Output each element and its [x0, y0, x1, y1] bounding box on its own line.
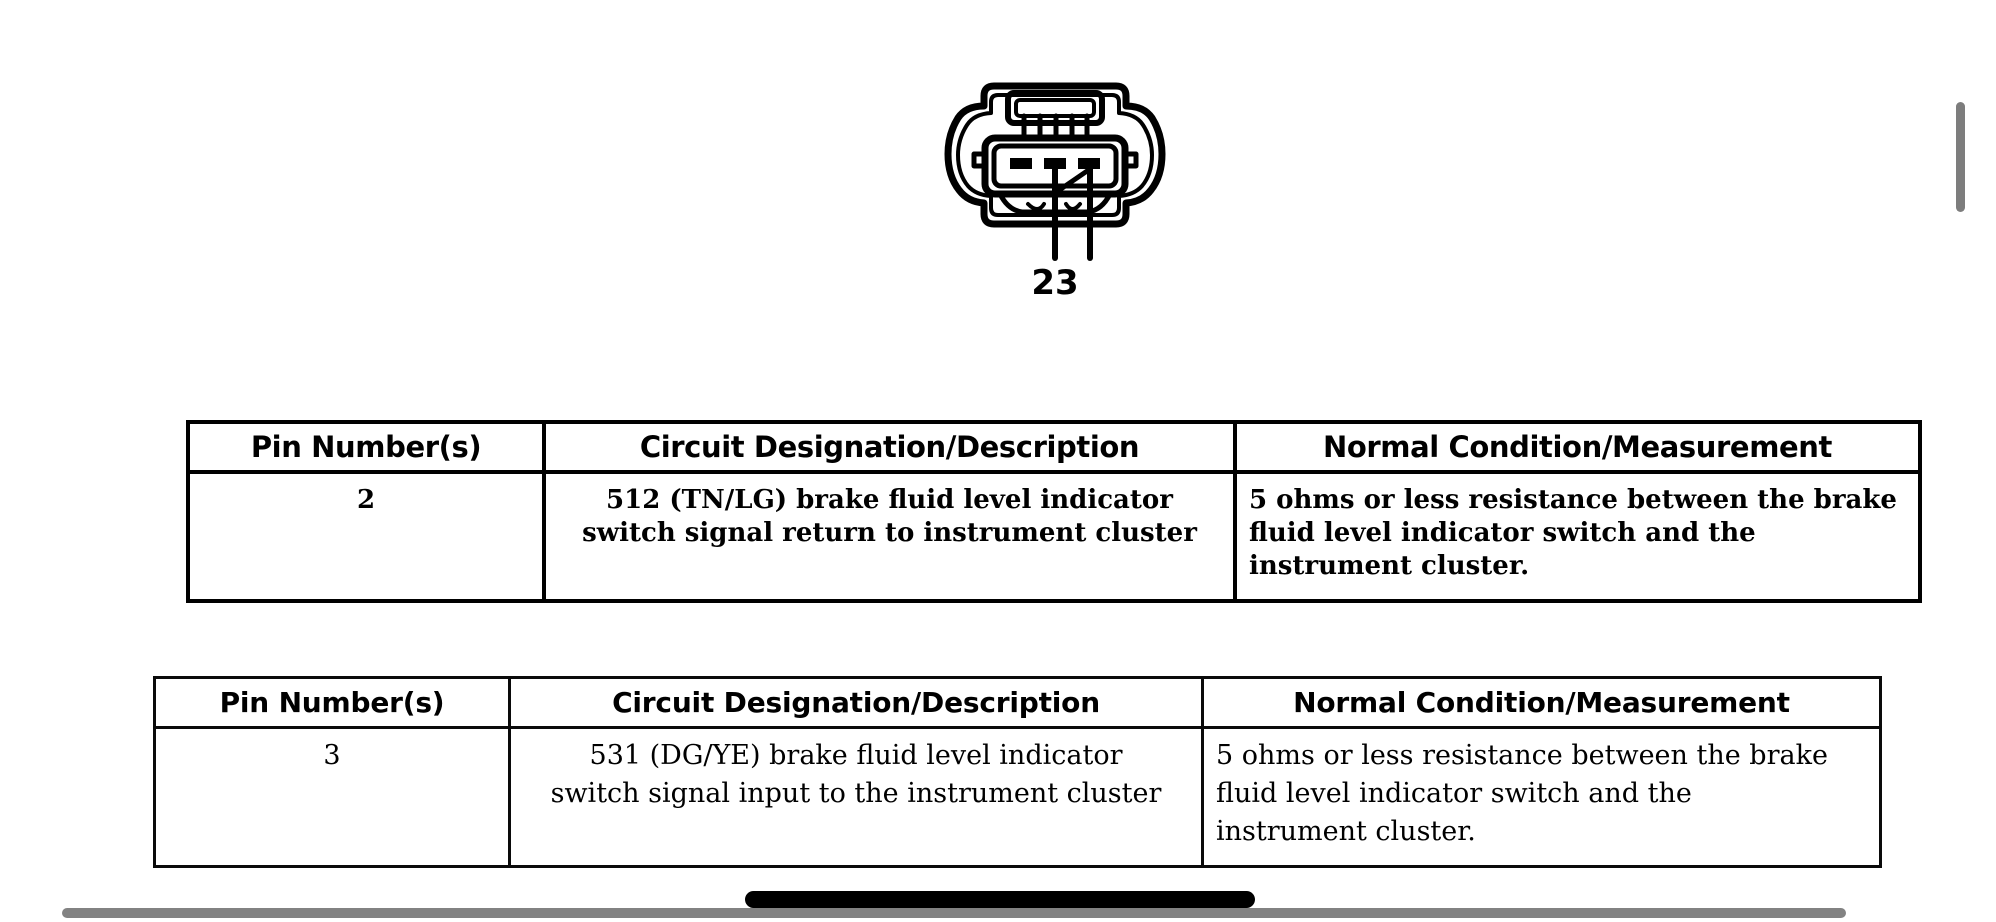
table-header-row: Pin Number(s) Circuit Designation/Descri… — [153, 676, 1882, 729]
text-line: fluid level indicator switch and the — [1216, 778, 1692, 809]
pin-callout-label: 23 — [1031, 263, 1078, 302]
pin-table-two: Pin Number(s) Circuit Designation/Descri… — [153, 676, 1882, 868]
cell-circuit-designation: 531 (DG/YE) brake fluid level indicator … — [508, 726, 1204, 868]
text-line: switch signal input to the instrument cl… — [550, 778, 1162, 809]
cell-normal-condition: 5 ohms or less resistance between the br… — [1201, 726, 1882, 868]
cell-normal-condition: 5 ohms or less resistance between the br… — [1233, 470, 1922, 603]
column-header-pin-number: Pin Number(s) — [186, 420, 546, 474]
text-line: 5 ohms or less resistance between the br… — [1249, 485, 1897, 515]
cell-pin-number: 3 — [153, 726, 511, 868]
table-header-row: Pin Number(s) Circuit Designation/Descri… — [186, 420, 1922, 474]
vertical-scrollbar-thumb[interactable] — [1956, 102, 1965, 212]
column-header-pin-number: Pin Number(s) — [153, 676, 511, 729]
horizontal-scrollbar-thumb[interactable] — [62, 908, 1846, 918]
text-line: fluid level indicator switch and the — [1249, 518, 1756, 548]
text-line: 531 (DG/YE) brake fluid level indicator — [589, 740, 1123, 771]
pin-table-one: Pin Number(s) Circuit Designation/Descri… — [186, 420, 1922, 603]
table-row: 2 512 (TN/LG) brake fluid level indicato… — [186, 470, 1922, 603]
connector-diagram: 23 — [930, 62, 1180, 302]
vertical-scrollbar-track[interactable] — [1956, 0, 1981, 922]
text-line: instrument cluster. — [1249, 551, 1530, 581]
next-section-rule — [745, 891, 1255, 908]
text-line: 5 ohms or less resistance between the br… — [1216, 740, 1828, 771]
column-header-normal-condition: Normal Condition/Measurement — [1201, 676, 1882, 729]
column-header-circuit-designation: Circuit Designation/Description — [542, 420, 1237, 474]
column-header-normal-condition: Normal Condition/Measurement — [1233, 420, 1922, 474]
column-header-circuit-designation: Circuit Designation/Description — [508, 676, 1204, 729]
table-row: 3 531 (DG/YE) brake fluid level indicato… — [153, 726, 1882, 868]
cell-pin-number: 2 — [186, 470, 546, 603]
text-line: switch signal return to instrument clust… — [582, 518, 1197, 548]
horizontal-scrollbar-track[interactable] — [0, 906, 1996, 922]
text-line: 512 (TN/LG) brake fluid level indicator — [606, 485, 1173, 515]
cell-circuit-designation: 512 (TN/LG) brake fluid level indicator … — [542, 470, 1237, 603]
text-line: instrument cluster. — [1216, 816, 1476, 847]
